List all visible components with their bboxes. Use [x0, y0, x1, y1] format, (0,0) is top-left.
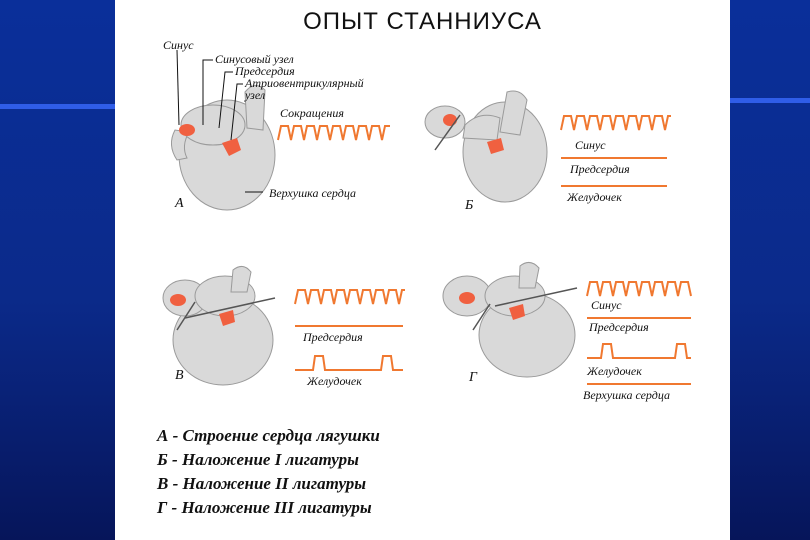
- sinus-trace-g: [587, 282, 691, 296]
- legend-row-b: Б - Наложение I лигатуры: [157, 450, 359, 470]
- legend-text-a: Строение сердца лягушки: [183, 426, 380, 445]
- label-g-atria: Предсердия: [589, 320, 649, 335]
- label-g-sinus: Синус: [591, 298, 622, 313]
- legend-letter-g: Г -: [157, 498, 177, 517]
- background-right: [730, 0, 810, 540]
- accent-stripe-right: [730, 98, 810, 103]
- label-g-apex: Верхушка сердца: [583, 388, 670, 403]
- legend-row-a: А - Строение сердца лягушки: [157, 426, 380, 446]
- legend-letter-b: Б -: [157, 450, 178, 469]
- background-left: [0, 0, 115, 540]
- legend-text-b: Наложение I лигатуры: [182, 450, 359, 469]
- legend-text-g: Наложение III лигатуры: [181, 498, 371, 517]
- panel-letter-g: Г: [469, 370, 477, 386]
- legend-letter-a: А -: [157, 426, 178, 445]
- legend-letter-v: В -: [157, 474, 178, 493]
- label-g-ventricle: Желудочек: [587, 364, 642, 379]
- slide: ОПЫТ СТАННИУСА Синус Синусовый узел Пред…: [115, 0, 730, 540]
- ventricle-trace-g: [587, 344, 691, 358]
- legend-row-g: Г - Наложение III лигатуры: [157, 498, 372, 518]
- legend-text-v: Наложение II лигатуры: [183, 474, 367, 493]
- accent-stripe-left: [0, 104, 115, 109]
- legend-row-v: В - Наложение II лигатуры: [157, 474, 366, 494]
